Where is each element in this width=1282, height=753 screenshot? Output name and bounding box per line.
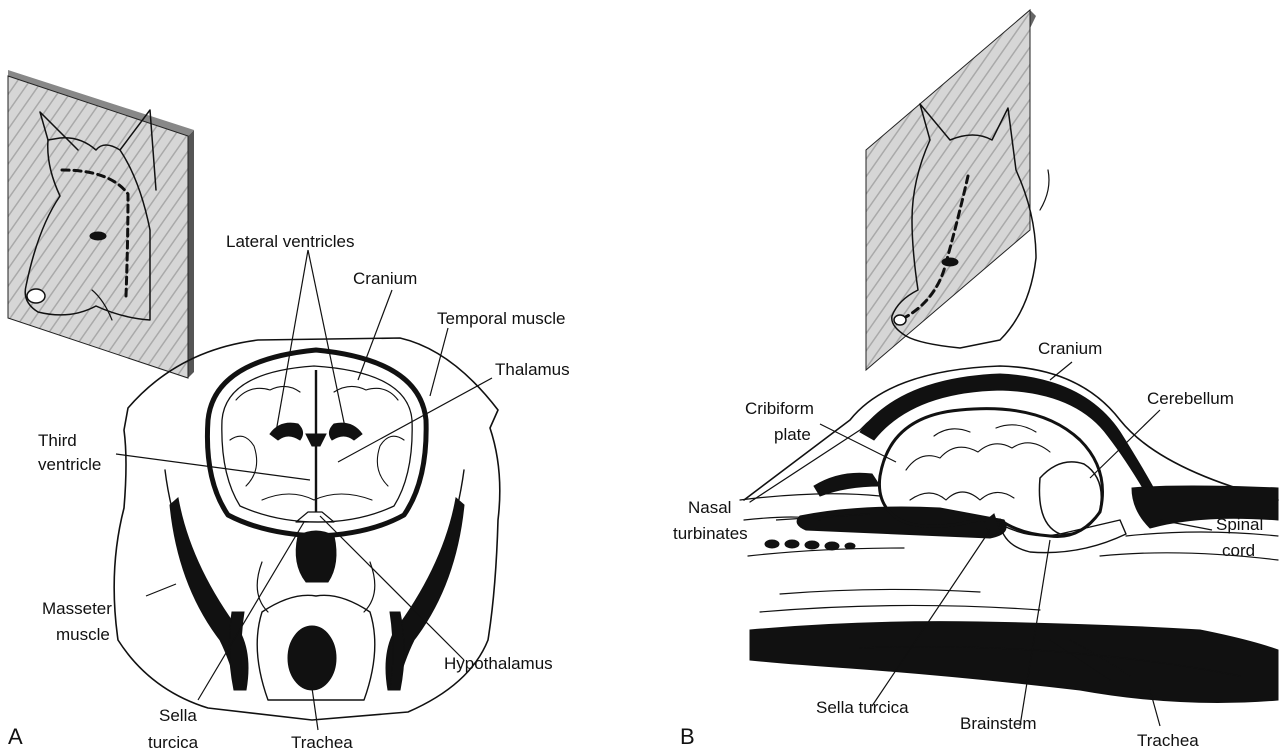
panel-b-turbinate-dots (765, 540, 855, 550)
panel-b-cranium (860, 374, 1160, 500)
panel-letter-a: A (8, 724, 23, 749)
label-masseter-line2: muscle (56, 625, 110, 644)
label-trachea-b: Trachea (1137, 731, 1199, 750)
label-cribiform-line2: plate (774, 425, 811, 444)
label-cribiform-line1: Cribiform (745, 399, 814, 418)
panel-b-orientation-plane (866, 10, 1049, 370)
label-spinal-line2: cord (1222, 541, 1255, 560)
panel-b-cerebellum (1039, 462, 1101, 534)
panel-a: Lateral ventricles Cranium Temporal musc… (8, 70, 570, 752)
label-masseter-line1: Masseter (42, 599, 112, 618)
label-nasal-line1: Nasal (688, 498, 731, 517)
label-brainstem: Brainstem (960, 714, 1037, 733)
label-trachea-a: Trachea (291, 733, 353, 752)
label-sella-line1: Sella (159, 706, 197, 725)
panel-b-trachea (750, 622, 1278, 703)
label-nasal-line2: turbinates (673, 524, 748, 543)
label-cranium-b: Cranium (1038, 339, 1102, 358)
label-temporal-muscle: Temporal muscle (437, 309, 566, 328)
label-third-ventricle-line2: ventricle (38, 455, 101, 474)
panel-a-trachea-lumen (288, 626, 336, 690)
panel-a-pharynx (296, 531, 336, 582)
label-sella-line2: turcica (148, 733, 199, 752)
label-cranium-a: Cranium (353, 269, 417, 288)
label-thalamus: Thalamus (495, 360, 570, 379)
label-sella-turcica-b: Sella turcica (816, 698, 909, 717)
panel-b: Cranium Cerebellum Cribiform plate Nasal… (673, 10, 1278, 750)
label-third-ventricle-line1: Third (38, 431, 77, 450)
label-lateral-ventricles: Lateral ventricles (226, 232, 355, 251)
panel-letter-b: B (680, 724, 695, 749)
panel-a-lateral-ventricle-left (270, 423, 303, 440)
panel-a-orientation-plane (8, 70, 194, 378)
label-spinal-line1: Spinal (1216, 515, 1263, 534)
label-hypothalamus: Hypothalamus (444, 654, 553, 673)
label-cerebellum: Cerebellum (1147, 389, 1234, 408)
